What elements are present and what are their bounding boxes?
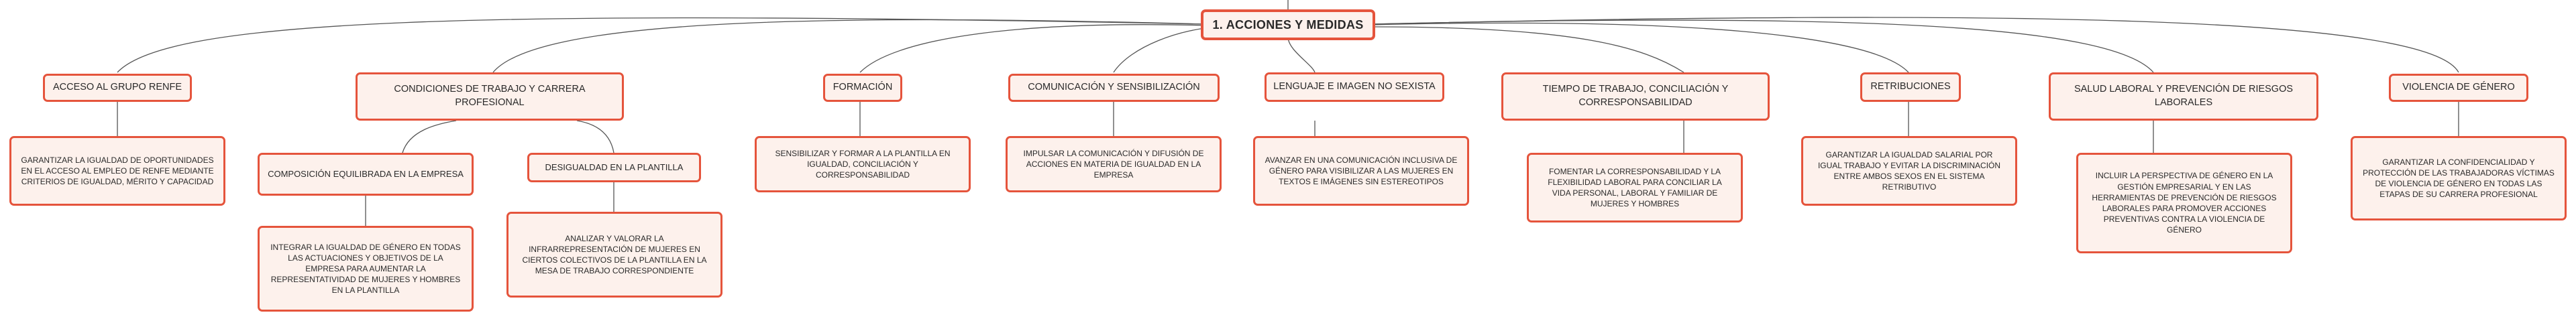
category-violencia[interactable]: VIOLENCIA DE GÉNERO	[2389, 74, 2528, 102]
leaf-lenguaje[interactable]: AVANZAR EN UNA COMUNICACIÓN INCLUSIVA DE…	[1253, 136, 1469, 206]
leaf-tiempo[interactable]: FOMENTAR LA CORRESPONSABILIDAD Y LA FLEX…	[1527, 153, 1743, 222]
category-condiciones[interactable]: CONDICIONES DE TRABAJO Y CARRERA PROFESI…	[356, 72, 624, 121]
sub-composicion[interactable]: COMPOSICIÓN EQUILIBRADA EN LA EMPRESA	[258, 153, 474, 196]
category-tiempo[interactable]: TIEMPO DE TRABAJO, CONCILIACIÓN Y CORRES…	[1501, 72, 1770, 121]
leaf-violencia[interactable]: GARANTIZAR LA CONFIDENCIALIDAD Y PROTECC…	[2351, 136, 2567, 220]
leaf-retribuciones[interactable]: GARANTIZAR LA IGUALDAD SALARIAL POR IGUA…	[1801, 136, 2017, 206]
category-salud[interactable]: SALUD LABORAL Y PREVENCIÓN DE RIESGOS LA…	[2049, 72, 2318, 121]
category-comunicacion[interactable]: COMUNICACIÓN Y SENSIBILIZACIÓN	[1008, 74, 1220, 102]
leaf-salud[interactable]: INCLUIR LA PERSPECTIVA DE GÉNERO EN LA G…	[2076, 153, 2292, 253]
root-node[interactable]: 1. ACCIONES Y MEDIDAS	[1201, 9, 1375, 40]
leaf-formacion[interactable]: SENSIBILIZAR Y FORMAR A LA PLANTILLA EN …	[755, 136, 971, 192]
category-formacion[interactable]: FORMACIÓN	[823, 74, 902, 102]
leaf-acceso[interactable]: GARANTIZAR LA IGUALDAD DE OPORTUNIDADES …	[9, 136, 225, 206]
category-acceso[interactable]: ACCESO AL GRUPO RENFE	[43, 74, 192, 102]
leaf-comunicacion[interactable]: IMPULSAR LA COMUNICACIÓN Y DIFUSIÓN DE A…	[1006, 136, 1222, 192]
leaf-composicion[interactable]: INTEGRAR LA IGUALDAD DE GÉNERO EN TODAS …	[258, 226, 474, 312]
sub-desigualdad[interactable]: DESIGUALDAD EN LA PLANTILLA	[527, 153, 701, 182]
leaf-desigualdad[interactable]: ANALIZAR Y VALORAR LA INFRARREPRESENTACI…	[506, 212, 722, 298]
category-retribuciones[interactable]: RETRIBUCIONES	[1860, 72, 1961, 102]
category-lenguaje[interactable]: LENGUAJE E IMAGEN NO SEXISTA	[1265, 72, 1444, 102]
